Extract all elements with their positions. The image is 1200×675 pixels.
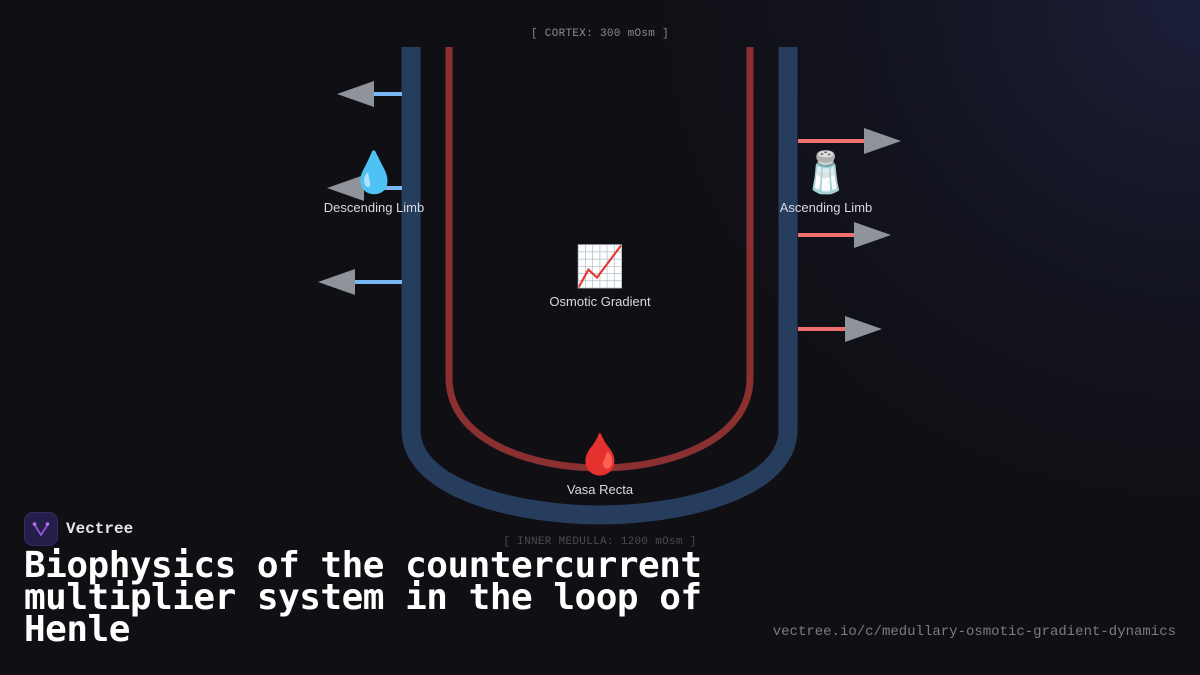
brand-name: Vectree (66, 520, 134, 538)
water-efflux-arrow (318, 269, 402, 295)
salt-efflux-arrow (798, 128, 901, 154)
salt-efflux-arrow (798, 222, 891, 248)
water-droplet-icon: 💧 (349, 151, 399, 195)
salt-efflux-arrow (798, 316, 882, 342)
ascending-limb-label: Ascending Limb (779, 200, 873, 215)
vasa-recta-label: Vasa Recta (566, 482, 634, 497)
descending-limb-label: Descending Limb (323, 200, 425, 215)
water-efflux-arrow (337, 81, 402, 107)
loop-of-henle-tube (401, 47, 798, 525)
vectree-logo-icon (24, 512, 58, 546)
source-url[interactable]: vectree.io/c/medullary-osmotic-gradient-… (772, 624, 1176, 640)
descending-limb-node[interactable]: 💧 Descending Limb (324, 150, 424, 215)
inner-medulla-zone-label: [ INNER MEDULLA: 1200 mOsm ] (503, 536, 697, 548)
page-title: Biophysics of the countercurrent multipl… (24, 545, 702, 650)
osmotic-gradient-node[interactable]: 📈 Osmotic Gradient (549, 244, 650, 309)
cortex-zone-label: [ CORTEX: 300 mOsm ] (530, 28, 670, 40)
vasa-recta-node[interactable]: 🩸 Vasa Recta (567, 432, 633, 497)
brand: Vectree (24, 512, 133, 546)
vasa-recta-vessel (445, 47, 754, 472)
salt-shaker-icon: 🧂 (801, 151, 851, 195)
water-efflux-arrow (327, 175, 402, 201)
blood-drop-icon: 🩸 (575, 433, 625, 477)
chart-increasing-icon: 📈 (575, 245, 625, 289)
ascending-limb-node[interactable]: 🧂 Ascending Limb (780, 150, 873, 215)
osmotic-gradient-label: Osmotic Gradient (549, 294, 651, 309)
